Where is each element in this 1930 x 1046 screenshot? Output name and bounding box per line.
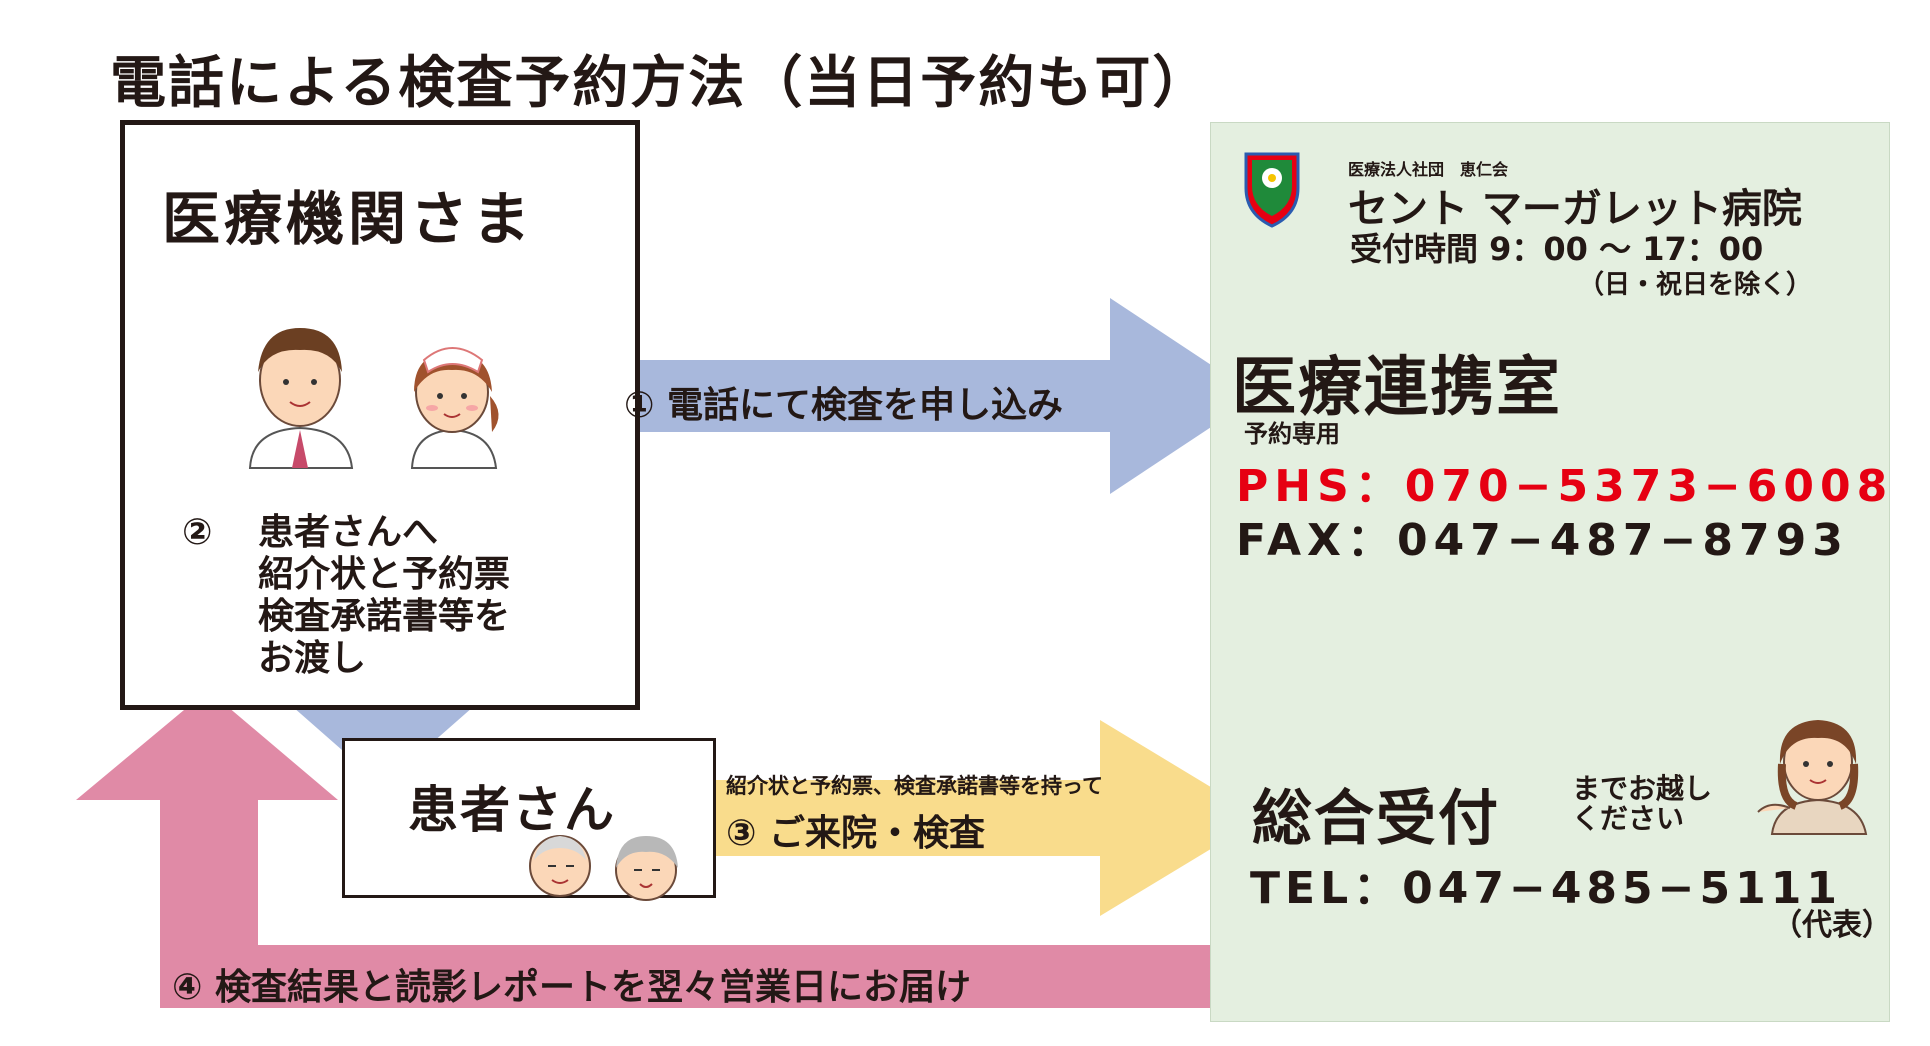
- step1-arrow: [608, 298, 1258, 494]
- step4-label: ④ 検査結果と読影レポートを翌々営業日にお届け: [172, 967, 972, 1008]
- receptionist-icon: [1757, 720, 1868, 835]
- department-name: 医療連携室: [1232, 351, 1562, 425]
- step2-line: 患者さんへ: [258, 512, 439, 553]
- tel-note: （代表）: [1772, 908, 1892, 943]
- step2-line: 検査承諾書等を: [258, 596, 511, 637]
- general-reception: 総合受付: [1252, 784, 1500, 854]
- doctor-icon: [248, 328, 354, 469]
- hospital-crest-icon: [1244, 152, 1300, 228]
- reservation-label: 予約専用: [1244, 420, 1340, 448]
- visit-note-line: ください: [1572, 802, 1685, 835]
- facility-box: [120, 120, 640, 710]
- step1-label: ① 電話にて検査を申し込み: [624, 385, 1064, 426]
- nurse-icon: [410, 347, 499, 469]
- hospital-name: セント マーガレット病院: [1348, 186, 1802, 232]
- fax-number: FAX：047−487−8793: [1236, 515, 1849, 566]
- step4-arrow: [76, 690, 1255, 1008]
- step3-label: ③ ご来院・検査: [726, 813, 986, 854]
- elderly-couple-icon: [529, 835, 678, 901]
- hospital-info-panel: [1210, 122, 1890, 1022]
- step3-note: 紹介状と予約票、検査承諾書等を持って: [726, 774, 1103, 798]
- facility-title: 医療機関さま: [162, 185, 535, 253]
- tel-number[interactable]: TEL：047−485−5111: [1250, 863, 1842, 914]
- reception-hours: 受付時間 9：00 〜 17：00: [1350, 230, 1764, 268]
- step2-line: 紹介状と予約票: [258, 554, 511, 595]
- page-title: 電話による検査予約方法（当日予約も可）: [110, 51, 1211, 116]
- hours-note: （日・祝日を除く）: [1578, 270, 1813, 300]
- step2-text: 患者さんへ 紹介状と予約票 検査承諾書等を お渡し: [258, 512, 510, 680]
- visit-note: までお越し ください: [1572, 774, 1712, 834]
- phs-number[interactable]: PHS：070−5373−6008: [1236, 461, 1894, 512]
- step2-line: お渡し: [258, 638, 367, 679]
- corp-name: 医療法人社団 恵仁会: [1348, 160, 1509, 179]
- step3-arrow: [704, 720, 1262, 916]
- visit-note-line: までお越し: [1572, 772, 1713, 805]
- step2-number: ②: [182, 512, 213, 553]
- patient-label: 患者さん: [408, 781, 616, 839]
